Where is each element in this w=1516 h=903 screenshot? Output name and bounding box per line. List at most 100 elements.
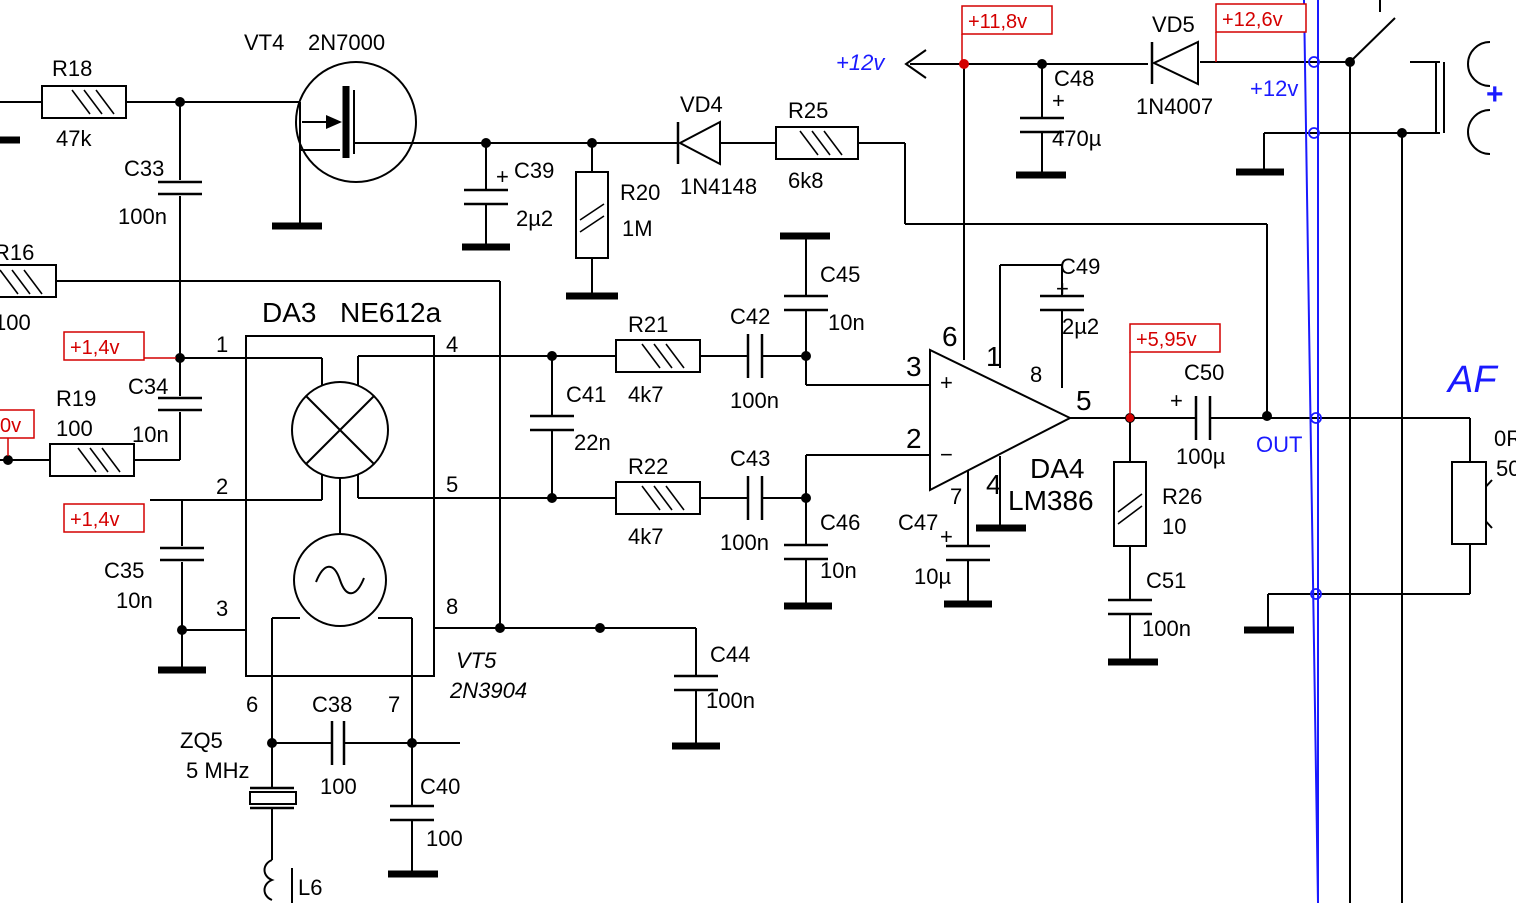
zq5-ref: ZQ5 xyxy=(180,728,223,753)
c39-value: 2µ2 xyxy=(516,206,553,231)
c46-ref: C46 xyxy=(820,510,860,535)
voltage-0v: 0v xyxy=(0,415,21,437)
r26-body xyxy=(1113,461,1147,547)
c38-value: 100 xyxy=(320,774,357,799)
da4-pin-6: 6 xyxy=(942,321,958,352)
junction-dots xyxy=(3,56,1407,748)
voltage-1-4-a: +1,4v xyxy=(70,337,119,359)
c46-plates xyxy=(784,543,828,561)
voltage-tag-12-6: +12,6v xyxy=(1215,3,1307,62)
net-plus12-left: +12v xyxy=(836,50,886,75)
c35-plates xyxy=(160,546,204,562)
r16-value: 100 xyxy=(0,310,31,335)
c48-plates xyxy=(1020,116,1064,134)
r19-ref: R19 xyxy=(56,386,96,411)
c41-value: 22n xyxy=(574,430,611,455)
da4-minus-input: − xyxy=(940,442,953,467)
voltage-tag-11-8: +11,8v xyxy=(961,5,1053,60)
r-edge-value: 50 xyxy=(1496,456,1516,481)
r20-value: 1M xyxy=(622,216,653,241)
c49-polarity: + xyxy=(1056,276,1069,301)
r22-body xyxy=(615,481,701,515)
vd4-body xyxy=(676,120,721,166)
c40-value: 100 xyxy=(426,826,463,851)
vd5-ref: VD5 xyxy=(1152,12,1195,37)
c48-value: 470µ xyxy=(1052,126,1102,151)
c50-plates xyxy=(1194,396,1212,440)
c48-ref: C48 xyxy=(1054,66,1094,91)
c33-plates xyxy=(158,180,202,196)
c35-ref: C35 xyxy=(104,558,144,583)
c47-polarity: + xyxy=(940,524,953,549)
c33-ref: C33 xyxy=(124,156,164,181)
net-af: AF xyxy=(1446,359,1498,401)
vt4-value: 2N7000 xyxy=(308,30,385,55)
vt4-mosfet xyxy=(295,61,417,183)
da3-pin-7: 7 xyxy=(388,692,400,717)
c49-value: 2µ2 xyxy=(1062,314,1099,339)
vd5-value: 1N4007 xyxy=(1136,94,1213,119)
da4-pin-2: 2 xyxy=(906,423,922,454)
voltage-5-95: +5,95v xyxy=(1136,329,1197,351)
c45-ref: C45 xyxy=(820,262,860,287)
c42-value: 100n xyxy=(730,388,779,413)
da4-pin-1: 1 xyxy=(986,341,1002,372)
da4-plus-input: + xyxy=(940,370,953,395)
da4-pin-8: 8 xyxy=(1030,362,1042,387)
voltage-tag-5-95: +5,95v xyxy=(1129,323,1221,414)
r22-ref: R22 xyxy=(628,454,668,479)
c44-value: 100n xyxy=(706,688,755,713)
c45-value: 10n xyxy=(828,310,865,335)
c50-ref: C50 xyxy=(1184,360,1224,385)
c51-ref: C51 xyxy=(1146,568,1186,593)
pin-numbers: 1 2 3 4 5 6 7 8 1 2 3 4 5 6 7 8 + − + + … xyxy=(216,88,1183,717)
da3-pin-2: 2 xyxy=(216,474,228,499)
c50-polarity: + xyxy=(1170,388,1183,413)
voltage-1-4-b: +1,4v xyxy=(70,509,119,531)
r18-value: 47k xyxy=(56,126,92,151)
r-edge-body xyxy=(1451,461,1487,545)
net-labels: +12v +12v OUT AF + 0R 50 xyxy=(836,50,1516,481)
r25-ref: R25 xyxy=(788,98,828,123)
c44-ref: C44 xyxy=(710,642,750,667)
plus12-arrow xyxy=(904,49,927,79)
zq5-value: 5 MHz xyxy=(186,758,250,783)
r18-ref: R18 xyxy=(52,56,92,81)
da3-value: NE612a xyxy=(340,297,442,328)
vt5-ref: VT5 xyxy=(456,648,497,673)
c42-plates xyxy=(746,334,764,378)
c40-plates xyxy=(390,804,434,822)
r20-ref: R20 xyxy=(620,180,660,205)
da4-ref: DA4 xyxy=(1030,453,1084,484)
da4-opamp xyxy=(929,348,1073,492)
c41-ref: C41 xyxy=(566,382,606,407)
r18-body xyxy=(41,85,127,119)
vt5-value: 2N3904 xyxy=(449,678,527,703)
r25-body xyxy=(775,126,859,160)
c38-ref: C38 xyxy=(312,692,352,717)
da3-pin-6: 6 xyxy=(246,692,258,717)
r20-body xyxy=(575,171,609,259)
da3-chip xyxy=(245,335,436,677)
c34-ref: C34 xyxy=(128,374,168,399)
c49-ref: C49 xyxy=(1060,254,1100,279)
vt4-ref: VT4 xyxy=(244,30,284,55)
voltage-tag-0v: 0v xyxy=(0,409,35,456)
c43-value: 100n xyxy=(720,530,769,555)
c43-plates xyxy=(746,476,764,520)
voltage-11-8: +11,8v xyxy=(968,11,1027,33)
c34-value: 10n xyxy=(132,422,169,447)
c48-polarity: + xyxy=(1052,88,1065,113)
ground-symbols xyxy=(0,136,1294,878)
c47-value: 10µ xyxy=(914,564,951,589)
r21-ref: R21 xyxy=(628,312,668,337)
r19-body xyxy=(49,443,135,477)
c47-ref: C47 xyxy=(898,510,938,535)
c42-ref: C42 xyxy=(730,304,770,329)
r25-value: 6k8 xyxy=(788,168,823,193)
da4-pin-4: 4 xyxy=(986,469,1002,500)
voltage-tag-1-4-b: +1,4v xyxy=(63,503,145,533)
c39-ref: C39 xyxy=(514,158,554,183)
